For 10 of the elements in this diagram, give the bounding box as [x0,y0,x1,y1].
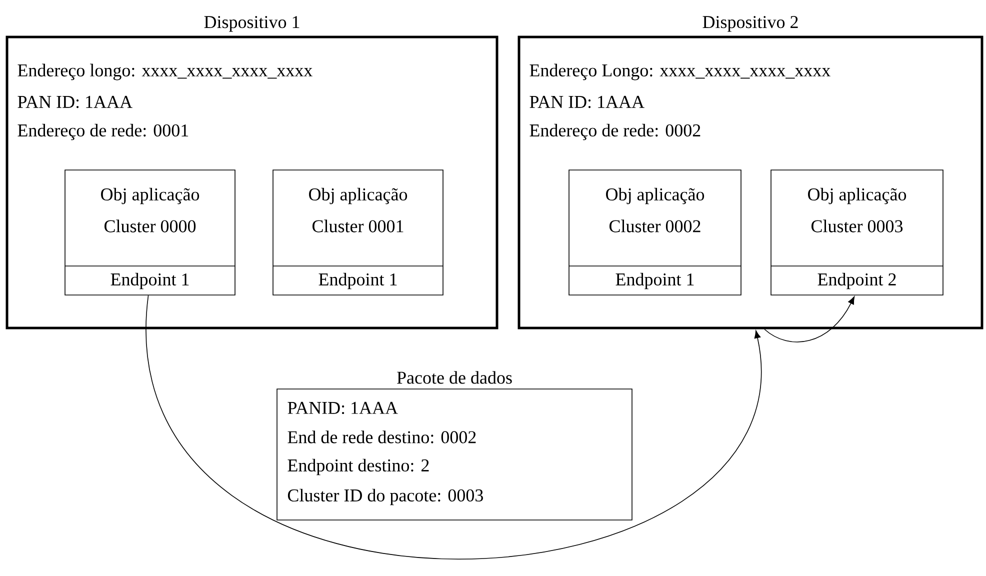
arrow [148,295,761,560]
application-object-box: Obj aplicação Cluster 0002 Endpoint 1 [568,170,742,296]
node-label: Dispositivo 2 [702,16,798,32]
node-label: Dispositivo 1 [204,16,300,32]
data-packet-box: Pacote de dados PANID: 1AAA End de rede destino: 0002 Endpoint destino: 2 Cluster ID do pacote: 0003 [276,371,632,520]
arrow [764,296,855,342]
application-object-box: Obj aplicação Cluster 0000 Endpoint 1 [64,170,236,296]
application-object-box: Obj aplicação Cluster 0003 Endpoint 2 [770,170,944,296]
node-label: Pacote de dados [397,371,512,384]
application-object-box: Obj aplicação Cluster 0001 Endpoint 1 [272,170,444,296]
